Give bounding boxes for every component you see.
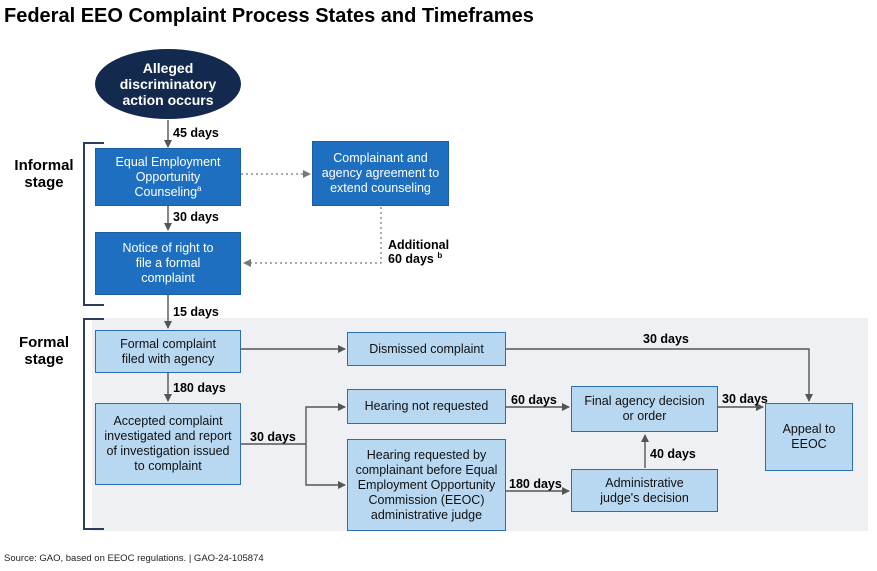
timeframe-15-days: 15 days: [173, 305, 219, 319]
administrative-judge-decision-text: Administrative judge's decision: [600, 475, 689, 505]
timeframe-180-days-hearing: 180 days: [509, 477, 562, 491]
extend-counseling-box: Complainant and agency agreement to exte…: [312, 141, 449, 206]
final-agency-decision-text: Final agency decision or order: [584, 394, 705, 423]
additional-footnote: b: [437, 250, 443, 260]
start-line1: Alleged: [142, 60, 194, 76]
timeframe-180-days-investigation: 180 days: [173, 381, 226, 395]
dismissed-complaint-text: Dismissed complaint: [369, 341, 484, 356]
appeal-to-eeoc-text: Appeal to EEOC: [782, 422, 836, 451]
timeframe-45-days: 45 days: [173, 126, 219, 140]
informal-stage-line1: Informal: [14, 157, 74, 174]
extend-counseling-text: Complainant and agency agreement to exte…: [321, 151, 440, 195]
formal-stage-line2: stage: [24, 351, 64, 368]
counseling-footnote: a: [197, 183, 202, 193]
timeframe-60-days: 60 days: [511, 393, 557, 407]
timeframe-30-days-dismissed-appeal: 30 days: [643, 332, 689, 346]
start-line2: discriminatory: [119, 76, 217, 92]
additional-line2: 60 days: [388, 252, 434, 266]
formal-complaint-text: Formal complaint filed with agency: [120, 336, 216, 366]
arrow-dismissed-to-appeal: [506, 348, 813, 402]
hearing-requested-box: Hearing requested by complainant before …: [347, 439, 506, 531]
appeal-to-eeoc-box: Appeal to EEOC: [765, 403, 853, 471]
arrow-to-hearing-not: [305, 403, 346, 444]
notice-of-right-box: Notice of right to file a formal complai…: [95, 232, 241, 295]
counseling-text: Equal Employment Opportunity Counseling: [115, 154, 221, 199]
informal-stage-bracket: [83, 142, 104, 306]
additional-line1: Additional: [388, 238, 450, 252]
start-line3: action occurs: [122, 92, 214, 108]
informal-stage-line2: stage: [24, 174, 64, 191]
counseling-box: Equal Employment Opportunity Counselinga: [95, 148, 241, 206]
hearing-not-requested-box: Hearing not requested: [347, 389, 506, 424]
final-agency-decision-box: Final agency decision or order: [571, 386, 718, 432]
formal-stage-bracket: [83, 318, 104, 530]
timeframe-40-days: 40 days: [650, 447, 696, 461]
hearing-requested-text: Hearing requested by complainant before …: [355, 447, 498, 522]
notice-of-right-text: Notice of right to file a formal complai…: [122, 241, 214, 285]
dismissed-complaint-box: Dismissed complaint: [347, 332, 506, 366]
formal-complaint-box: Formal complaint filed with agency: [95, 330, 241, 373]
formal-stage-line1: Formal: [18, 334, 69, 351]
accepted-complaint-box: Accepted complaint investigated and repo…: [95, 403, 241, 485]
page-title: Federal EEO Complaint Process States and…: [4, 5, 534, 27]
timeframe-30-days-hearing-choice: 30 days: [250, 430, 296, 444]
administrative-judge-decision-box: Administrative judge's decision: [571, 469, 718, 512]
source-note: Source: GAO, based on EEOC regulations. …: [4, 553, 264, 564]
timeframe-additional-60-days: Additional 60 days b: [388, 238, 449, 266]
accepted-complaint-text: Accepted complaint investigated and repo…: [104, 414, 232, 473]
start-node-alleged-action: Alleged discriminatory action occurs: [95, 49, 241, 119]
arrow-extend-to-notice: [243, 207, 382, 267]
informal-stage-label: Informal stage: [6, 157, 82, 191]
arrow-to-hearing-req: [305, 444, 346, 489]
timeframe-30-days-counseling: 30 days: [173, 210, 219, 224]
formal-stage-label: Formal stage: [6, 334, 82, 368]
timeframe-30-days-final-appeal: 30 days: [722, 392, 768, 406]
hearing-not-requested-text: Hearing not requested: [364, 399, 489, 413]
